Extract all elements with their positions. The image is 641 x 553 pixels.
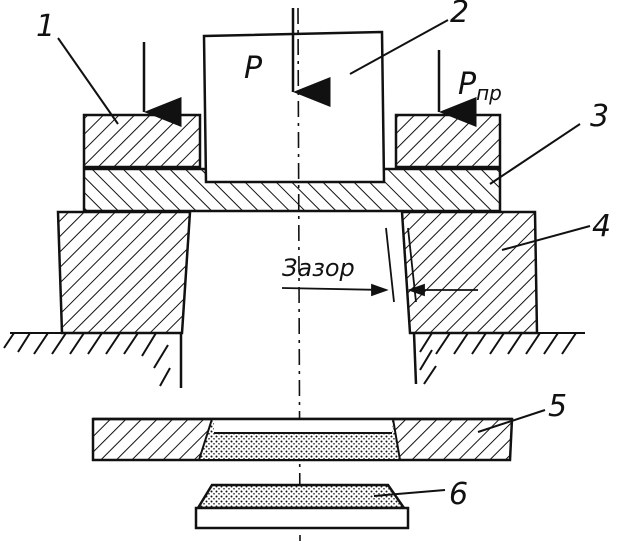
holddown-force-subscript: пр — [476, 81, 502, 105]
ground-hatching — [3, 332, 585, 387]
punch-force-label: P — [244, 51, 263, 86]
part-label-3: 3 — [590, 99, 609, 134]
punch — [202, 30, 386, 184]
perforated-strip — [91, 417, 514, 462]
blanked-part — [194, 483, 410, 530]
leader-lines — [57, 19, 591, 497]
clearance-label: Зазор — [282, 254, 355, 282]
part-label-5: 5 — [548, 389, 567, 424]
part-label-2: 2 — [450, 0, 469, 30]
part-label-1: 1 — [36, 9, 55, 44]
part-label-6: 6 — [449, 477, 468, 512]
sheet-blank — [82, 167, 502, 213]
holddown-force-symbol: P — [458, 67, 477, 102]
die-matrix — [56, 210, 539, 335]
part-label-4: 4 — [592, 209, 611, 244]
die-opening-walls — [179, 332, 418, 388]
holddown-force-label: Pпр — [458, 67, 502, 105]
clearance-dimension — [281, 227, 478, 303]
force-arrows — [142, 8, 477, 127]
